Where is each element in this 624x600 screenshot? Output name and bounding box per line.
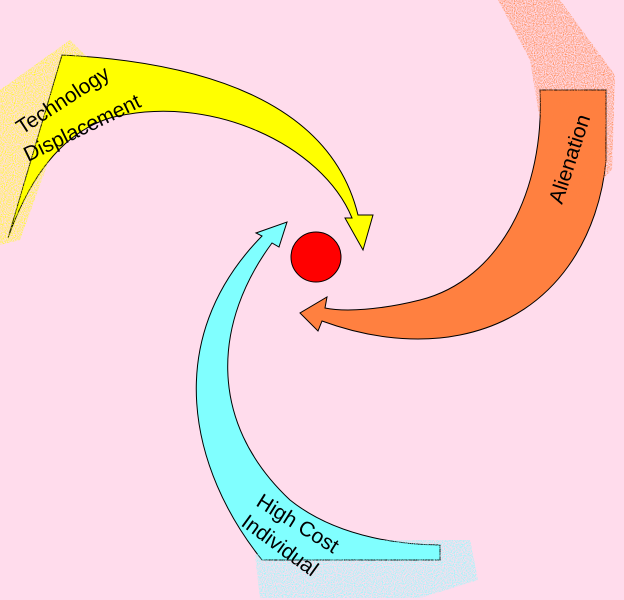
center-dot [290, 231, 342, 283]
arrow-tail-spray [0, 40, 90, 245]
arrow-body [7, 54, 374, 252]
arrow-tail-spray [255, 540, 478, 598]
alienation-arrow: Alienation [299, 0, 615, 340]
high-cost-individual-arrow: High Cost Individual [195, 221, 478, 598]
technology-displacement-arrow: Technology Displacement [0, 40, 374, 252]
arrow-body [299, 89, 607, 340]
arrow-tail-spray [498, 0, 615, 210]
arrow-body [195, 221, 441, 561]
